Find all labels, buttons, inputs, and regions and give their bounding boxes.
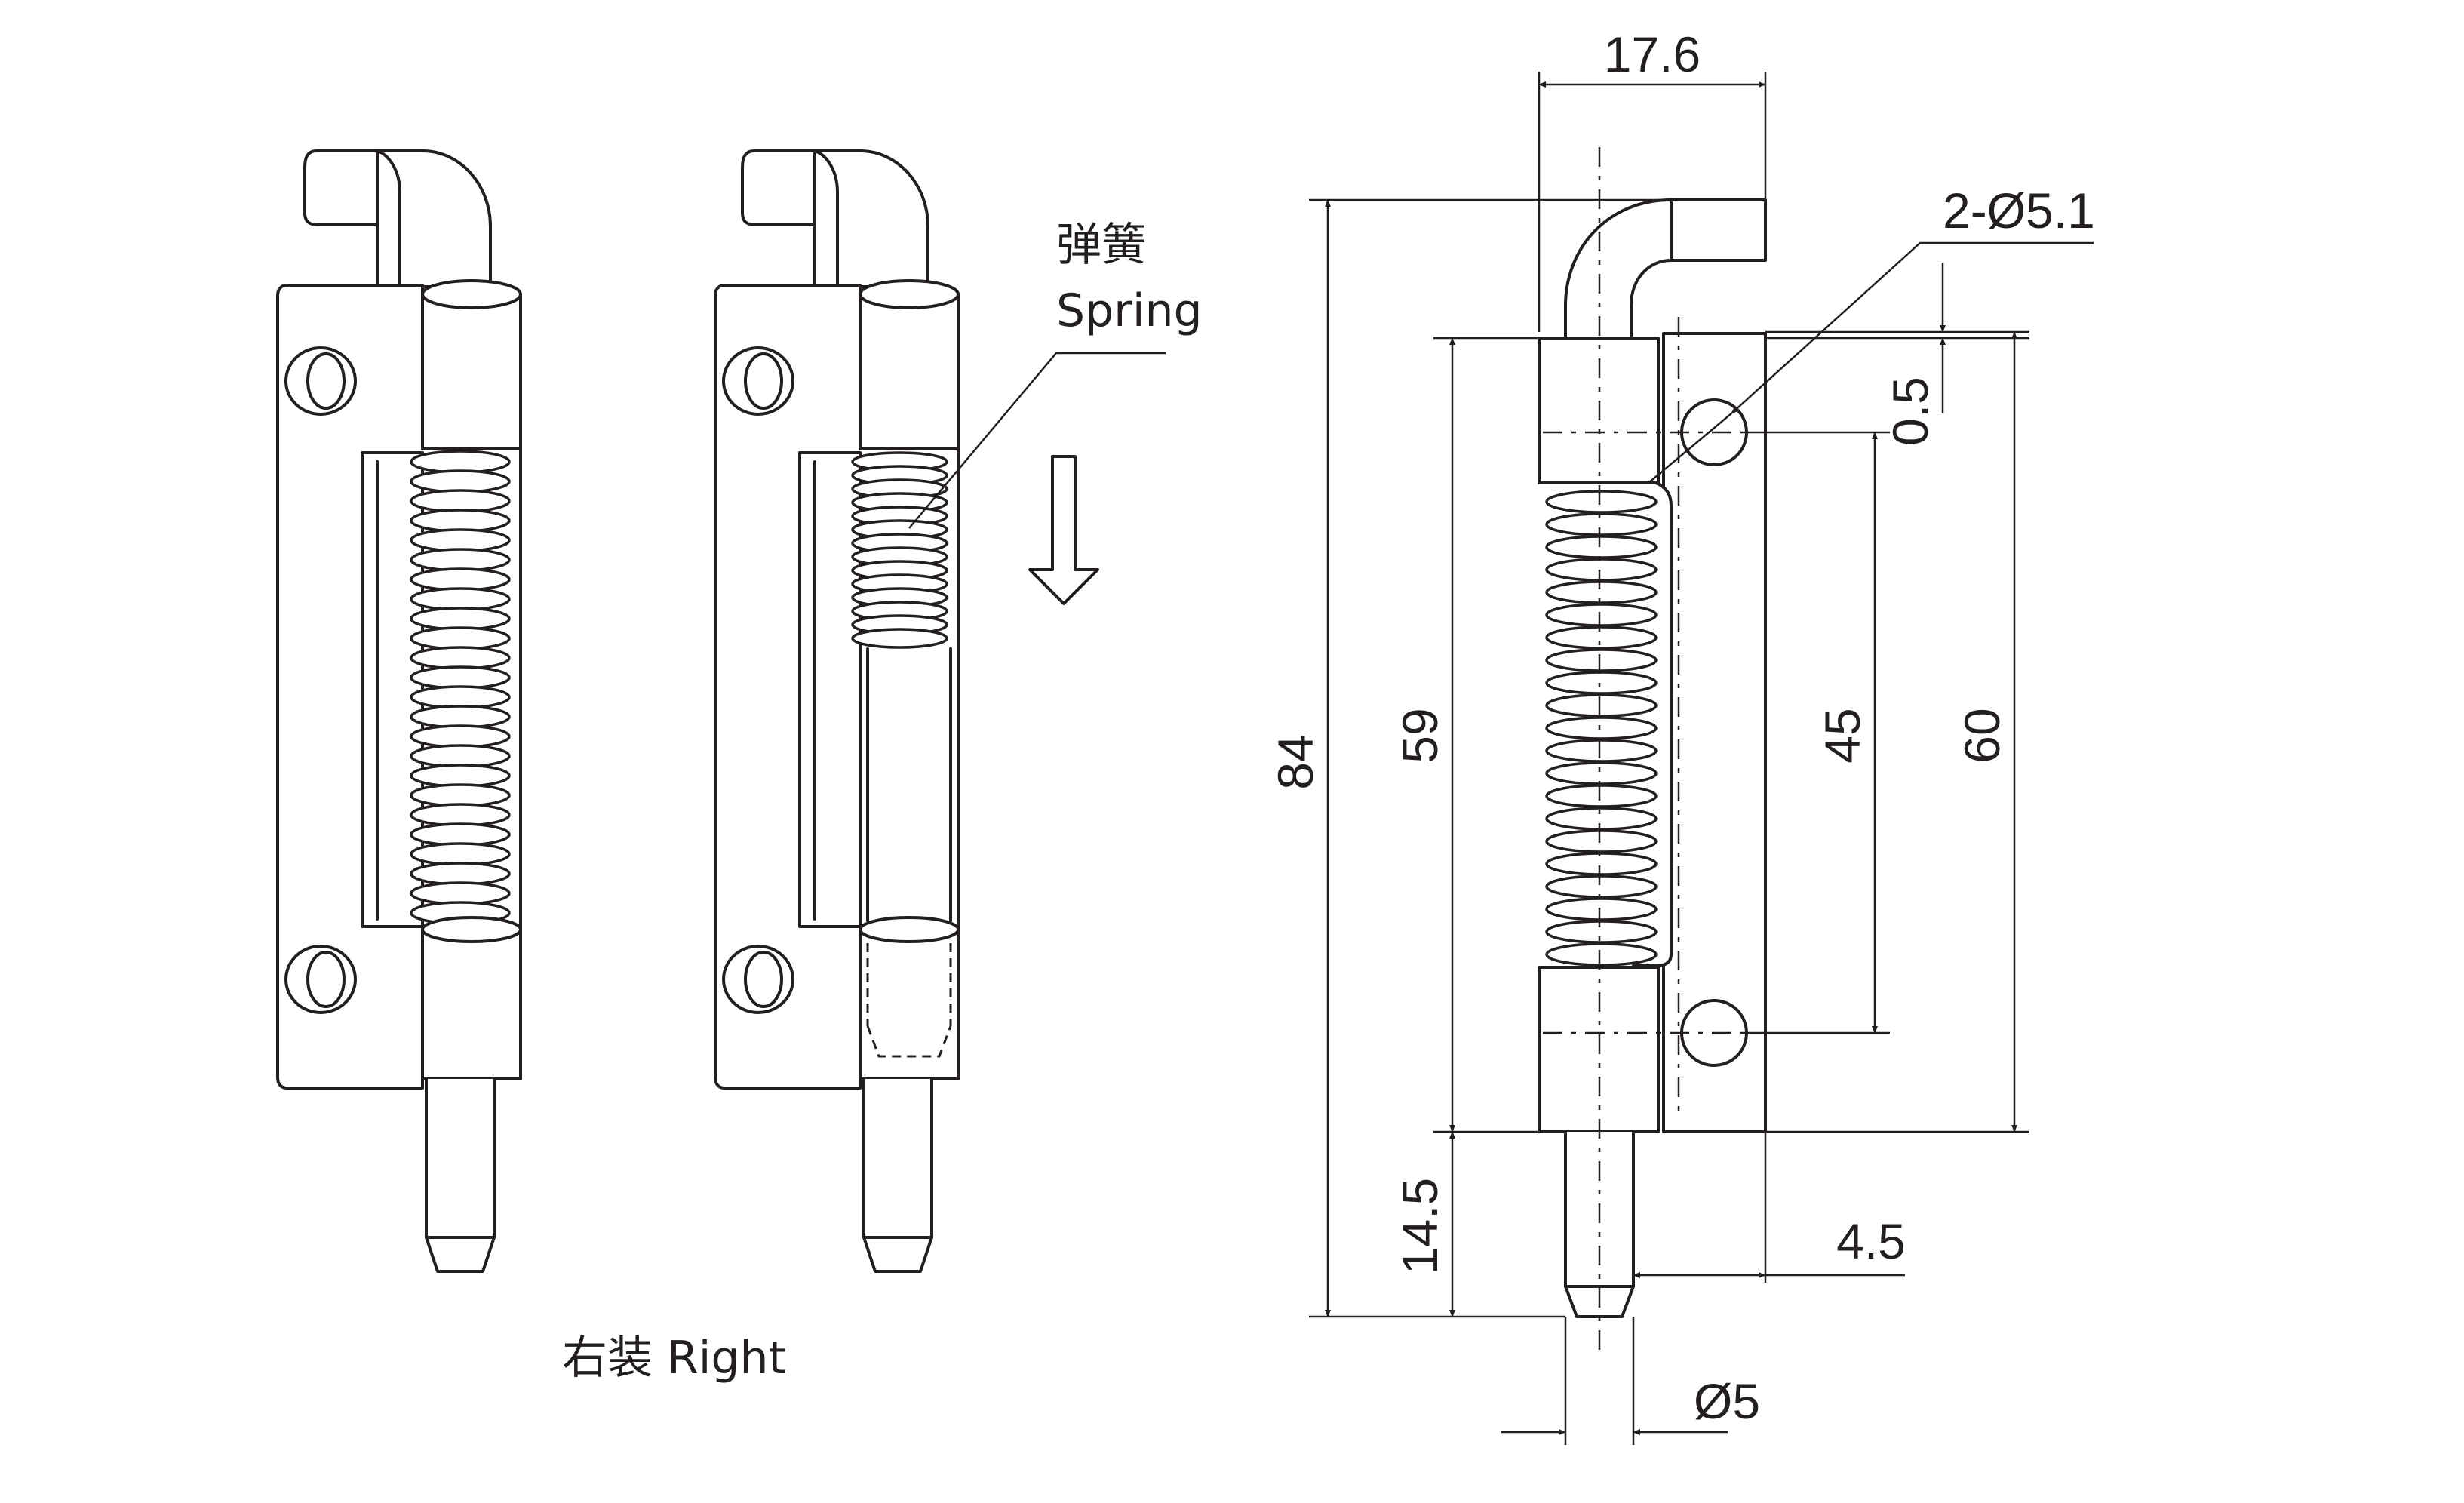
spring-coil <box>1545 490 1658 514</box>
dim-overall-length: 84 <box>1267 734 1323 789</box>
spring-coil <box>410 509 511 533</box>
spring-coil <box>1545 920 1658 944</box>
dim-offset-top: 0.5 <box>1882 377 1938 446</box>
spring-coil <box>410 528 511 552</box>
spring-coils-2 <box>851 451 948 649</box>
hinge-iso-view-extended <box>276 149 522 1273</box>
spring-coil <box>410 469 511 493</box>
spring-coil <box>410 567 511 592</box>
dim-pin-offset: 4.5 <box>1836 1213 1906 1269</box>
dim-width-top: 17.6 <box>1604 26 1701 82</box>
spring-coil <box>410 803 511 827</box>
spring-coil <box>1545 512 1658 536</box>
spring-coil <box>1545 897 1658 921</box>
dim-body-length: 59 <box>1392 708 1448 763</box>
spring-coil <box>1545 716 1658 740</box>
dim-plate-length: 60 <box>1954 708 2010 763</box>
spring-coil <box>410 724 511 748</box>
spring-coil <box>1545 807 1658 831</box>
spring-coil <box>410 783 511 807</box>
spring-coil <box>410 548 511 572</box>
spring-coil <box>410 607 511 631</box>
dim-hole-pitch: 45 <box>1814 708 1870 763</box>
spring-coil <box>1545 874 1658 899</box>
spring-coil <box>1545 580 1658 604</box>
spring-coil <box>1545 603 1658 627</box>
spring-coil <box>410 881 511 905</box>
spring-coil <box>410 626 511 650</box>
spring-coil <box>410 685 511 709</box>
dim-pin-protrusion: 14.5 <box>1392 1178 1448 1274</box>
spring-coil <box>410 842 511 866</box>
spring-coil <box>1545 648 1658 672</box>
spring-label-cn: 弹簧 <box>1056 219 1147 272</box>
spring-coil <box>410 764 511 788</box>
spring-coil <box>1545 761 1658 785</box>
spring-coil <box>410 489 511 513</box>
spring-coil <box>410 705 511 729</box>
spring-coil <box>410 646 511 670</box>
spring-coil <box>1545 625 1658 650</box>
spring-coils-1 <box>410 450 511 925</box>
dim-pin-diameter: Ø5 <box>1694 1373 1760 1429</box>
mount-caption: 右装 Right <box>562 1332 786 1385</box>
spring-coil <box>1545 693 1658 718</box>
spring-coil <box>410 450 511 474</box>
dimension-lines <box>1309 72 2094 1445</box>
spring-coil <box>1545 558 1658 582</box>
spring-coil <box>410 665 511 690</box>
spring-coil <box>1545 829 1658 853</box>
spring-coil <box>1545 852 1658 876</box>
spring-coil <box>410 862 511 886</box>
spring-coil <box>1545 739 1658 763</box>
spring-coil <box>1545 671 1658 695</box>
spring-coils-front <box>1545 490 1658 967</box>
spring-coil <box>410 744 511 768</box>
dim-hole-spec: 2-Ø5.1 <box>1943 183 2095 238</box>
hinge-front-view <box>1538 147 1767 1351</box>
spring-coil <box>410 587 511 611</box>
spring-coil <box>1545 535 1658 559</box>
hinge-iso-view-retracted <box>714 149 1166 1273</box>
spring-coil <box>410 822 511 847</box>
spring-coil <box>851 628 948 649</box>
spring-label-en: Spring <box>1056 284 1203 337</box>
spring-coil <box>1545 784 1658 808</box>
spring-coil <box>1545 942 1658 967</box>
down-arrow-icon <box>1028 455 1099 605</box>
